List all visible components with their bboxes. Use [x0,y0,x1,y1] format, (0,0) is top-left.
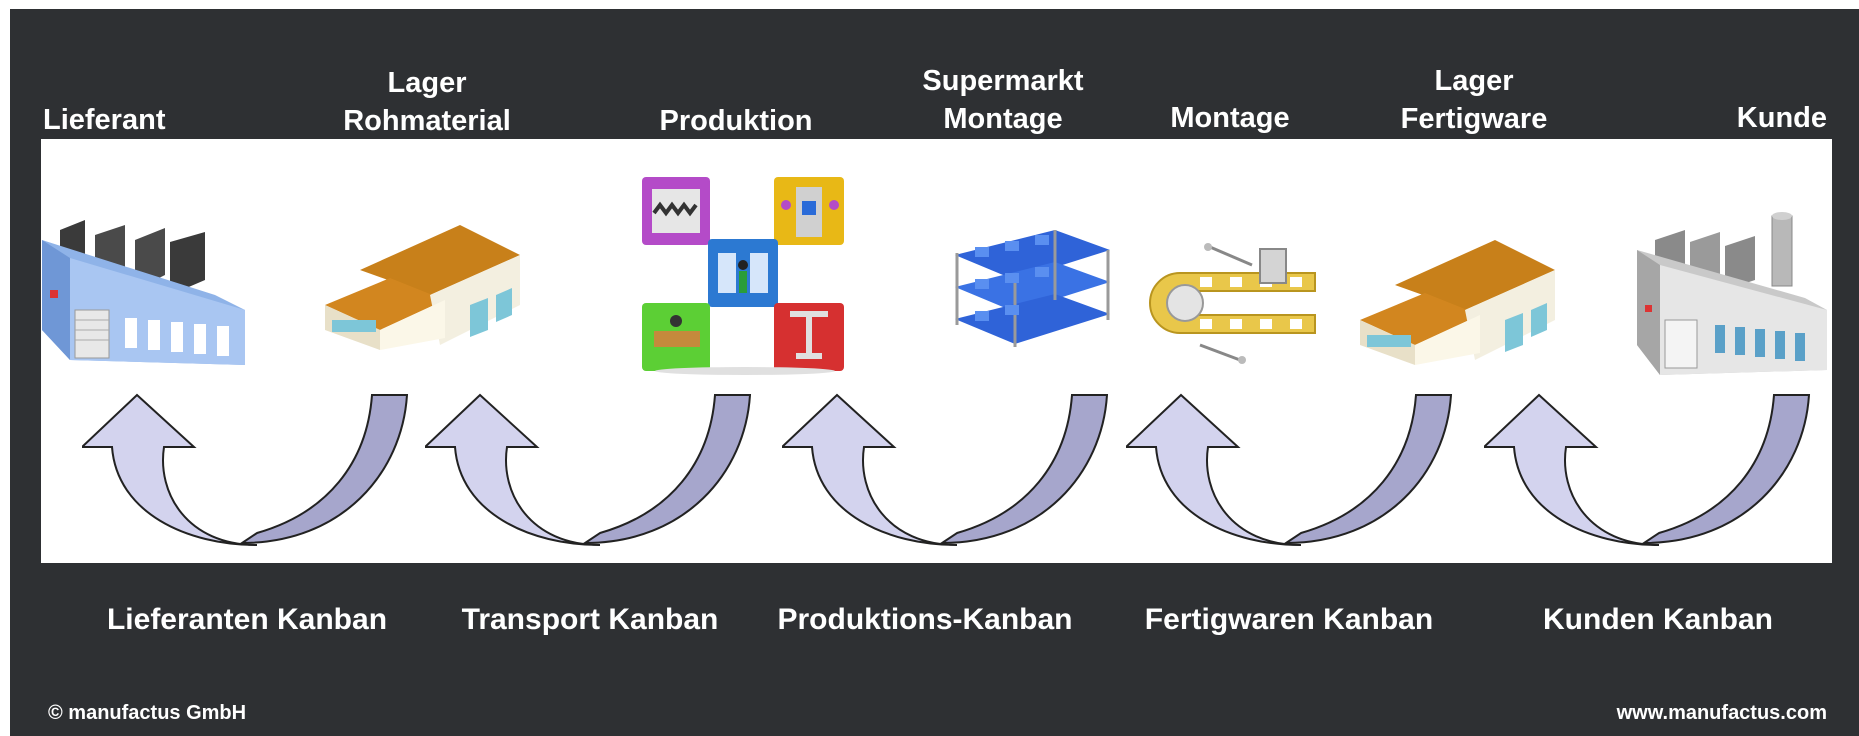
station-label-supermarkt-montage: Supermarkt Montage [922,65,1084,135]
kanban-arrow-5 [1484,393,1811,546]
finished-goods-warehouse-icon [1360,240,1555,365]
assembly-line-icon [1149,243,1316,364]
supplier-factory-icon [42,220,245,365]
kanban-label-transport: Transport Kanban [461,603,719,636]
kanban-arrow-1 [82,393,409,546]
kanban-label-lieferanten: Lieferanten Kanban [106,603,388,636]
station-label-produktion: Produktion [659,105,813,137]
station-label-lager-rohmaterial: Lager Rohmaterial [343,67,511,137]
website-url: www.manufactus.com [1616,702,1827,724]
production-icon [642,177,844,375]
kanban-arrow-4 [1126,393,1453,546]
copyright-notice: © manufactus GmbH [48,702,247,724]
station-label-lager-fertigware: Lager Fertigware [1400,65,1548,135]
station-label-lieferant: Lieferant [43,104,166,136]
station-label-montage: Montage [1170,102,1290,134]
kanban-arrow-3 [782,393,1109,546]
kanban-label-produktion: Produktions-Kanban [777,603,1073,636]
supermarket-shelf-icon [955,230,1110,347]
kanban-label-fertigwaren: Fertigwaren Kanban [1144,603,1434,636]
kanban-arrow-2 [425,393,752,546]
raw-material-warehouse-icon [325,225,520,350]
customer-factory-icon [1637,212,1827,375]
kanban-label-kunden: Kunden Kanban [1543,603,1773,636]
station-label-kunde: Kunde [1736,102,1827,134]
